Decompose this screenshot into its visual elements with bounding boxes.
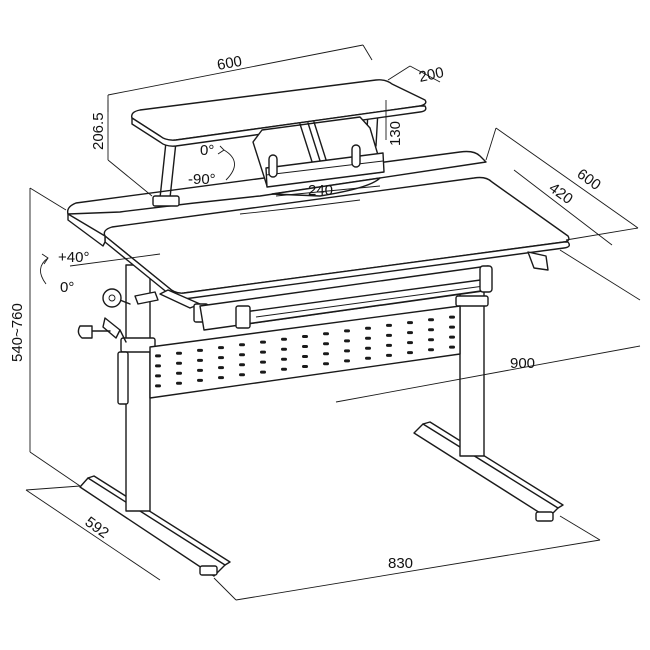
perforation-slot (365, 336, 371, 340)
perforation-slot (449, 315, 455, 319)
perforation-slot (407, 351, 413, 355)
perforation-slot (302, 355, 308, 358)
base-depth-label: 592 (82, 513, 112, 541)
perforation-slot (281, 337, 287, 341)
perforation-slot (218, 366, 224, 370)
perforation-slot (302, 365, 308, 368)
perforation-slot (176, 381, 182, 385)
perforation-slot (281, 367, 287, 371)
perforation-slot (386, 353, 392, 357)
perforation-slot (302, 335, 308, 338)
perforation-slot (197, 368, 203, 372)
tabletop-depth-label: 600 (574, 165, 604, 193)
perforation-slot (260, 340, 266, 344)
shelf-height-label: 206.5 (90, 112, 107, 150)
perforation-slot (197, 358, 203, 362)
perforation-slot (239, 343, 245, 347)
perforation-slot (365, 346, 371, 350)
perforation-slot (449, 335, 455, 339)
perforation-slot (323, 342, 329, 346)
perforation-slot (344, 329, 350, 333)
perforation-slot (323, 362, 329, 366)
left-leg (117, 264, 156, 512)
perforation-slot (407, 331, 413, 335)
shelf-depth-label: 200 (417, 64, 445, 86)
perforation-slot (365, 356, 371, 360)
perforation-slot (428, 348, 434, 352)
book-holder-height-label: 130 (387, 121, 404, 146)
right-leg (455, 285, 489, 457)
perforation-slot (176, 361, 182, 365)
perforation-slot (428, 318, 434, 322)
perforation-slot (302, 345, 308, 348)
perforation-slot (155, 364, 161, 368)
upper-shelf (130, 79, 427, 207)
perforation-slot (449, 325, 455, 329)
perforation-slot (218, 376, 224, 380)
perforation-slot (260, 370, 266, 374)
perforation-slot (197, 348, 203, 352)
perforation-slot (239, 373, 245, 377)
perforation-slot (197, 378, 203, 382)
perforation-slot (428, 338, 434, 342)
holder-angle-bottom-label: -90° (188, 171, 216, 188)
perforation-slot (155, 354, 161, 358)
modesty-panel (149, 305, 461, 399)
perforation-slot (260, 360, 266, 364)
perforation-slot (449, 345, 455, 349)
tiltable-depth-label: 420 (546, 179, 576, 207)
perforation-slot (407, 321, 413, 325)
perforation-slot (386, 333, 392, 337)
right-foot (413, 421, 564, 522)
perforation-slot (323, 352, 329, 356)
dimension-lines (25, 44, 641, 601)
tabletop-width-label: 900 (510, 355, 535, 372)
tilt-max-label: +40° (58, 249, 89, 266)
perforation-slot (239, 363, 245, 367)
base-width-label: 830 (388, 555, 413, 572)
perforation-slot (260, 350, 266, 354)
perforation-slot (428, 328, 434, 332)
perforation-slot (386, 343, 392, 347)
perforation-slot (281, 357, 287, 361)
perforation-slot (239, 353, 245, 357)
shelf-width-label: 600 (216, 53, 244, 74)
height-range-label: 540~760 (9, 303, 26, 362)
perforation-slot (155, 374, 161, 378)
perforation-slot (386, 323, 392, 327)
crank-handle[interactable] (77, 288, 159, 343)
perforation-slot (218, 356, 224, 360)
tilt-min-label: 0° (60, 279, 74, 296)
perforation-slot (344, 349, 350, 353)
left-foot (79, 475, 231, 577)
book-holder-width-label: 240 (308, 182, 333, 199)
perforation-slot (344, 359, 350, 363)
perforation-slot (323, 332, 329, 336)
perforation-slot (218, 346, 224, 350)
perforation-slot (176, 371, 182, 375)
holder-angle-top-label: 0° (200, 142, 214, 159)
perforation-slot (281, 347, 287, 351)
perforation-slot (155, 384, 161, 388)
perforation-slot (365, 326, 371, 330)
perforation-slot (344, 339, 350, 343)
perforation-slot (176, 351, 182, 355)
panel-perforations (155, 315, 455, 388)
perforation-slot (407, 341, 413, 345)
